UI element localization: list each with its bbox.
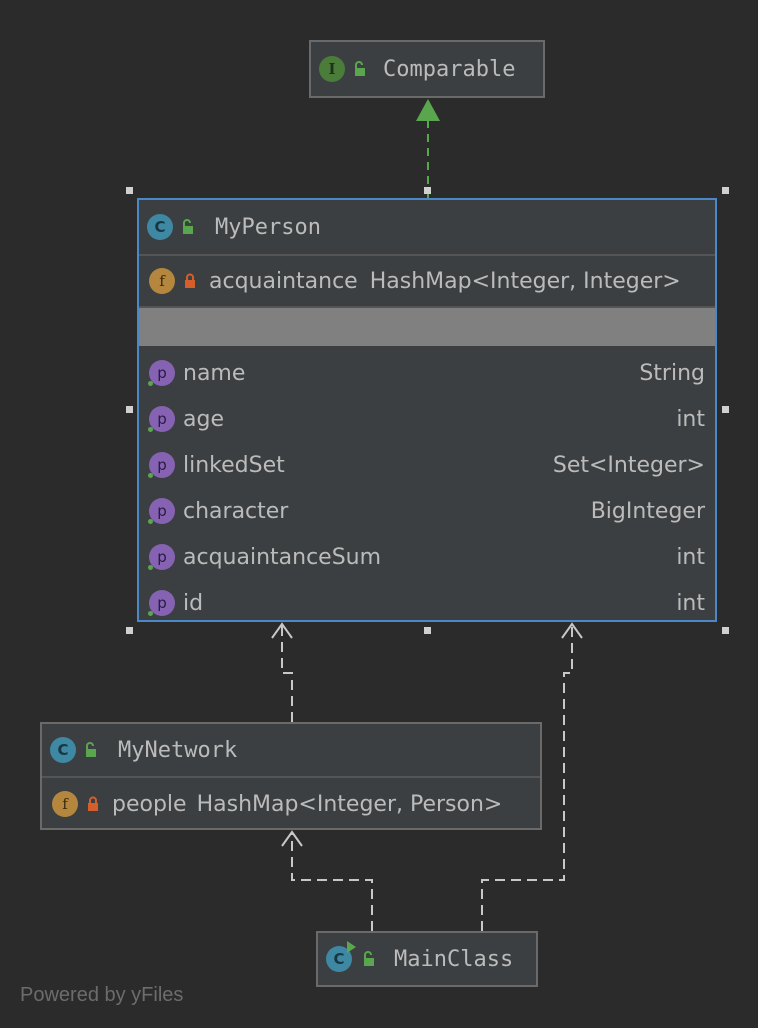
unlocked-padlock-icon xyxy=(360,951,378,967)
dependency-arrowhead xyxy=(561,622,583,639)
property-name: character xyxy=(183,498,289,524)
empty-methods-compartment xyxy=(139,308,715,346)
edge-mainclass-depends-myperson[interactable] xyxy=(481,624,573,931)
property-row[interactable]: p id int xyxy=(148,580,715,626)
field-name: people xyxy=(112,791,187,817)
node-mainclass[interactable]: C MainClass xyxy=(316,931,538,987)
class-badge-icon: C xyxy=(50,737,76,763)
resize-handle-middle-left[interactable] xyxy=(126,406,133,413)
dependency-arrowhead xyxy=(271,622,293,639)
field-badge-icon: f xyxy=(149,268,175,294)
resize-handle-bottom-right[interactable] xyxy=(722,627,729,634)
unlocked-padlock-icon xyxy=(179,219,197,235)
locked-padlock-icon xyxy=(181,273,199,289)
resize-handle-bottom-left[interactable] xyxy=(126,627,133,634)
property-row[interactable]: p character BigInteger xyxy=(148,488,715,534)
edge-mainclass-depends-mynetwork[interactable] xyxy=(291,832,373,931)
property-badge-icon: p xyxy=(148,544,175,570)
run-class-icon: C xyxy=(326,941,356,972)
interface-badge-icon: I xyxy=(319,56,345,82)
property-type: BigInteger xyxy=(590,498,705,524)
properties-compartment: p name String p age int p linkedSet Set<… xyxy=(139,346,715,626)
property-name: name xyxy=(183,360,246,386)
node-title: MainClass xyxy=(394,946,514,972)
property-name: acquaintanceSum xyxy=(183,544,382,570)
node-title: Comparable xyxy=(383,56,516,82)
class-header: C MyNetwork xyxy=(42,724,540,778)
node-title: MyNetwork xyxy=(118,737,238,763)
property-badge-icon: p xyxy=(148,590,175,616)
property-name: age xyxy=(183,406,224,432)
unlocked-padlock-icon xyxy=(82,742,100,758)
class-header: C MyPerson xyxy=(139,200,715,256)
property-type: int xyxy=(676,590,705,616)
node-title: MyPerson xyxy=(215,214,321,240)
field-type: HashMap<Integer, Integer> xyxy=(369,268,681,294)
property-type: String xyxy=(639,360,705,386)
property-name: id xyxy=(183,590,204,616)
realization-arrowhead xyxy=(416,99,440,121)
resize-handle-middle-right[interactable] xyxy=(722,406,729,413)
field-name: acquaintance xyxy=(209,268,358,294)
property-row[interactable]: p age int xyxy=(148,396,715,442)
field-badge-icon: f xyxy=(52,791,78,817)
property-name: linkedSet xyxy=(183,452,285,478)
resize-handle-top-center[interactable] xyxy=(424,187,431,194)
node-mynetwork[interactable]: C MyNetwork f people HashMap<Integer, Pe… xyxy=(40,722,542,830)
resize-handle-bottom-center[interactable] xyxy=(424,627,431,634)
property-row[interactable]: p linkedSet Set<Integer> xyxy=(148,442,715,488)
property-badge-icon: p xyxy=(148,498,175,524)
node-myperson[interactable]: C MyPerson f acquaintance HashMap<Intege… xyxy=(137,198,717,622)
resize-handle-top-right[interactable] xyxy=(722,187,729,194)
property-type: Set<Integer> xyxy=(552,452,705,478)
resize-handle-top-left[interactable] xyxy=(126,187,133,194)
powered-by-footer: Powered by yFiles xyxy=(20,984,184,1006)
field-row[interactable]: f people HashMap<Integer, Person> xyxy=(42,778,540,830)
edge-mynetwork-depends-myperson[interactable] xyxy=(281,624,293,722)
locked-padlock-icon xyxy=(84,796,102,812)
property-type: int xyxy=(676,406,705,432)
field-row[interactable]: f acquaintance HashMap<Integer, Integer> xyxy=(139,256,715,308)
property-badge-icon: p xyxy=(148,452,175,478)
unlocked-padlock-icon xyxy=(351,61,369,77)
property-badge-icon: p xyxy=(148,406,175,432)
property-type: int xyxy=(676,544,705,570)
property-row[interactable]: p name String xyxy=(148,350,715,396)
dependency-arrowhead xyxy=(281,830,303,847)
property-badge-icon: p xyxy=(148,360,175,386)
class-badge-icon: C xyxy=(147,214,173,240)
node-comparable[interactable]: I Comparable xyxy=(309,40,545,98)
field-type: HashMap<Integer, Person> xyxy=(196,791,503,817)
property-row[interactable]: p acquaintanceSum int xyxy=(148,534,715,580)
